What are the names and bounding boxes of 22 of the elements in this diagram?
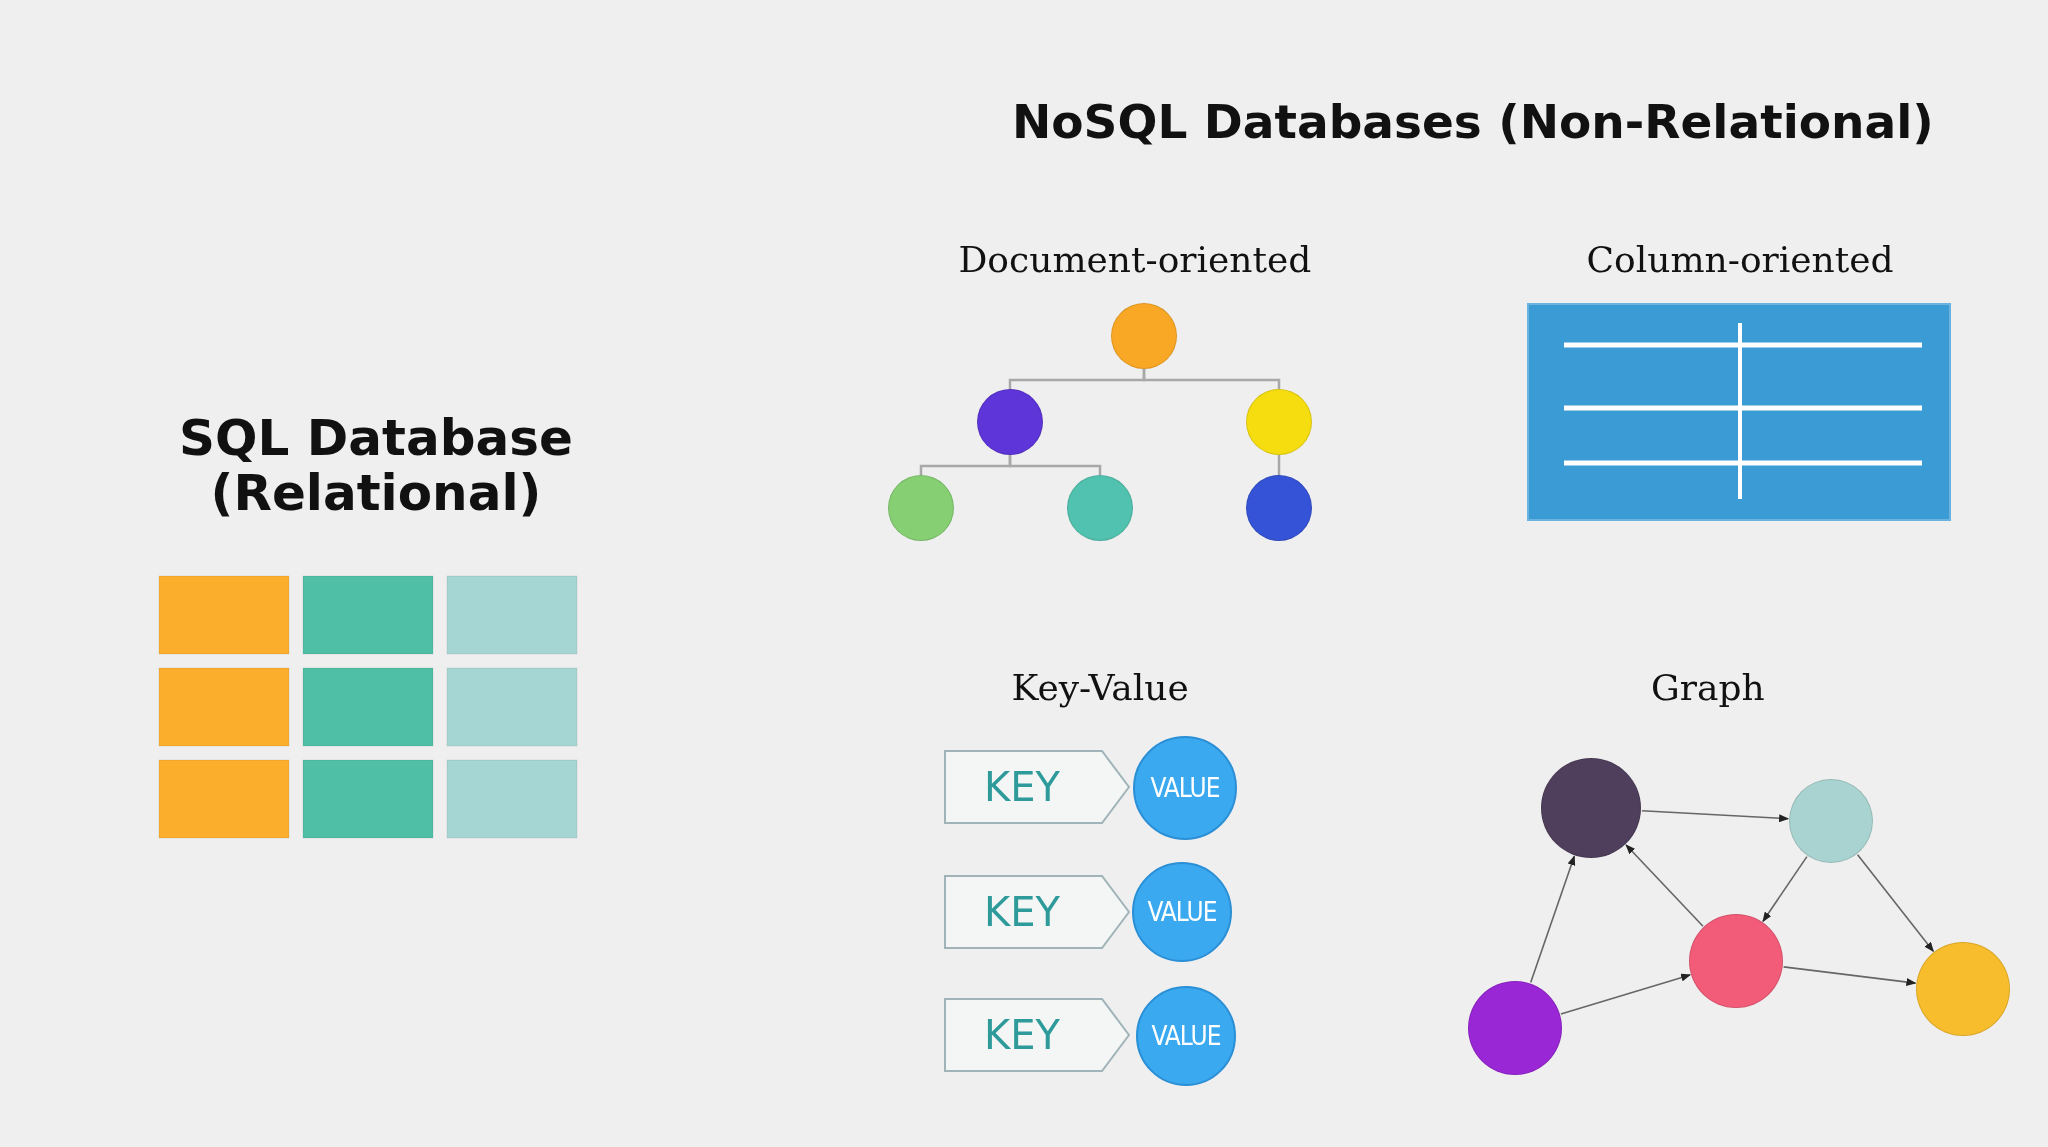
arrow: [1782, 966, 1917, 986]
connector-line: [1142, 369, 1281, 389]
arrow: [1762, 855, 1808, 923]
arrow: [1641, 810, 1790, 823]
value-circle: VALUE: [1136, 986, 1236, 1086]
section-heading: SQL Database (Relational): [178, 411, 574, 521]
key-tag: KEY: [944, 750, 1130, 824]
category-heading: Document-oriented: [958, 238, 1312, 280]
section-heading: NoSQL Databases (Non-Relational): [1012, 93, 1934, 149]
category-heading: Graph: [1651, 666, 1765, 708]
value-circle: VALUE: [1132, 862, 1232, 962]
arrow: [1560, 973, 1692, 1015]
key-tag: KEY: [944, 998, 1130, 1072]
arrow: [1856, 854, 1935, 953]
category-heading: Key-Value: [1011, 666, 1189, 708]
arrow: [1529, 855, 1576, 984]
arrow: [1625, 844, 1704, 927]
value-circle: VALUE: [1133, 736, 1237, 840]
connector-line: [1277, 455, 1281, 475]
category-heading: Column-oriented: [1586, 238, 1894, 280]
connector-line: [1008, 455, 1102, 475]
key-tag: KEY: [944, 875, 1130, 949]
